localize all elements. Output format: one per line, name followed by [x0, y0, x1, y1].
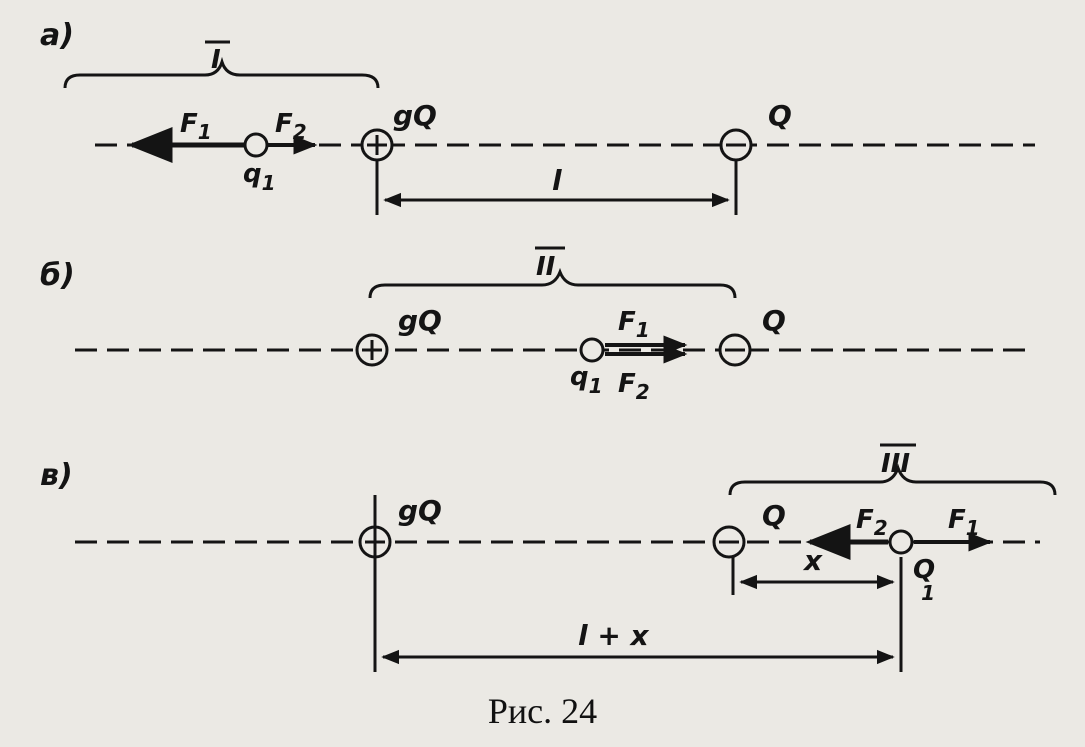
region-brace-III — [728, 463, 1057, 496]
panel-a: а) I F1 F2 q1 gQ Q l — [40, 18, 1035, 215]
region-brace-II — [368, 267, 737, 299]
test-charge-q1-a — [243, 132, 269, 158]
charge-label-gQ-b: gQ — [398, 304, 442, 337]
charge-label-Q-c: Q — [762, 499, 786, 532]
force-label-F2-a: F2 — [275, 109, 307, 144]
charge-label-Q-b: Q — [762, 304, 786, 337]
distance-label-x: x — [802, 544, 823, 577]
test-charge-q1-b — [579, 337, 605, 363]
region-label-III: III — [881, 449, 910, 479]
distance-label-l: l — [552, 164, 562, 197]
figure-caption: Рис. 24 — [487, 691, 598, 731]
test-charge-label-b: q1 — [570, 362, 603, 398]
distance-label-l-plus-x: l + x — [578, 619, 650, 652]
charge-label-gQ-c: gQ — [398, 494, 442, 527]
panel-b-label: б) — [40, 258, 75, 293]
region-brace-I — [63, 56, 380, 89]
test-charge-Q1-c — [888, 529, 914, 555]
force-label-F1-c: F1 — [948, 505, 980, 540]
panel-c-label: в) — [40, 458, 73, 493]
force-label-F1-a: F1 — [180, 109, 212, 144]
panel-a-label: а) — [40, 18, 74, 53]
charge-label-Q-a: Q — [768, 99, 792, 132]
force-label-F1-b: F1 — [618, 307, 650, 342]
force-label-F2-b: F2 — [618, 369, 650, 404]
panel-b: б) II F1 F2 q1 gQ Q — [40, 246, 1035, 404]
region-label-I: I — [211, 45, 221, 75]
charge-label-gQ-a: gQ — [393, 99, 437, 132]
test-charge-label-a: q1 — [243, 159, 276, 195]
force-label-F2-c: F2 — [856, 505, 888, 540]
region-label-II: II — [536, 252, 556, 282]
